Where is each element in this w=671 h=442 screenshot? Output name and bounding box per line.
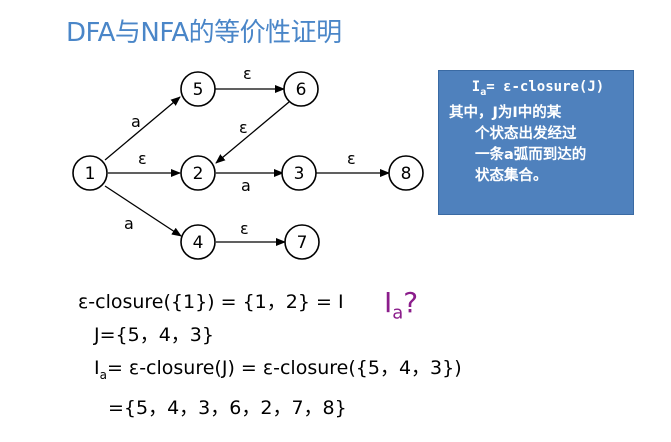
state-node-8: 8 (388, 155, 424, 191)
explanation-line-4: 一条a弧而到达的 (475, 146, 587, 163)
edge-label-1-5: a (131, 112, 141, 131)
edge-label-6-2: ε (239, 118, 248, 137)
state-label: 2 (193, 164, 204, 184)
closure-derivation: ε-closure({1}) = {1，2} = I J={5，4，3} Ia=… (78, 286, 462, 425)
state-label: 5 (193, 80, 204, 100)
state-node-6: 6 (283, 71, 319, 107)
edge-label-1-4: a (124, 214, 134, 233)
state-label: 4 (193, 233, 204, 253)
edge-label-2-3: a (241, 176, 251, 195)
edge-1-4 (104, 185, 182, 237)
explanation-formula: Ia= ε-closure(J) (471, 79, 605, 98)
state-label: 3 (294, 164, 305, 184)
formula-line-1: ε-closure({1}) = {1，2} = I (78, 291, 344, 313)
state-node-3: 3 (281, 155, 317, 191)
state-node-4: 4 (180, 224, 216, 260)
state-node-5: 5 (180, 71, 216, 107)
edge-labels: a ε ε ε a ε a ε (124, 64, 356, 238)
state-label: 6 (296, 80, 307, 100)
edge-label-5-6: ε (243, 64, 252, 83)
edge-6-2 (215, 101, 290, 164)
edge-label-4-7: ε (240, 219, 249, 238)
formula-line-3: Ia= ε-closure(J) = ε-closure({5，4，3}) (94, 357, 462, 382)
edge-label-1-2: ε (138, 149, 147, 168)
state-node-1: 1 (72, 155, 108, 191)
question-ia: Ia? (384, 286, 419, 324)
explanation-box: Ia= ε-closure(J) 其中，J为I中的某 个状态出发经过 一条a弧而… (438, 70, 634, 215)
page-title: DFA与NFA的等价性证明 (66, 18, 342, 48)
edge-1-5 (104, 96, 181, 161)
state-label: 8 (401, 164, 412, 184)
formula-line-2: J={5，4，3} (94, 324, 214, 346)
edge-label-3-8: ε (347, 149, 356, 168)
explanation-line-2: 其中，J为I中的某 (449, 104, 562, 121)
state-node-7: 7 (284, 224, 320, 260)
edges (104, 85, 390, 246)
formula-line-4: ={5，4，3，6，2，7，8} (108, 396, 347, 419)
explanation-line-3: 个状态出发经过 (475, 125, 577, 142)
state-node-2: 2 (180, 155, 216, 191)
state-label: 1 (85, 164, 96, 184)
explanation-line-5: 状态集合。 (475, 167, 548, 184)
state-label: 7 (297, 233, 308, 253)
